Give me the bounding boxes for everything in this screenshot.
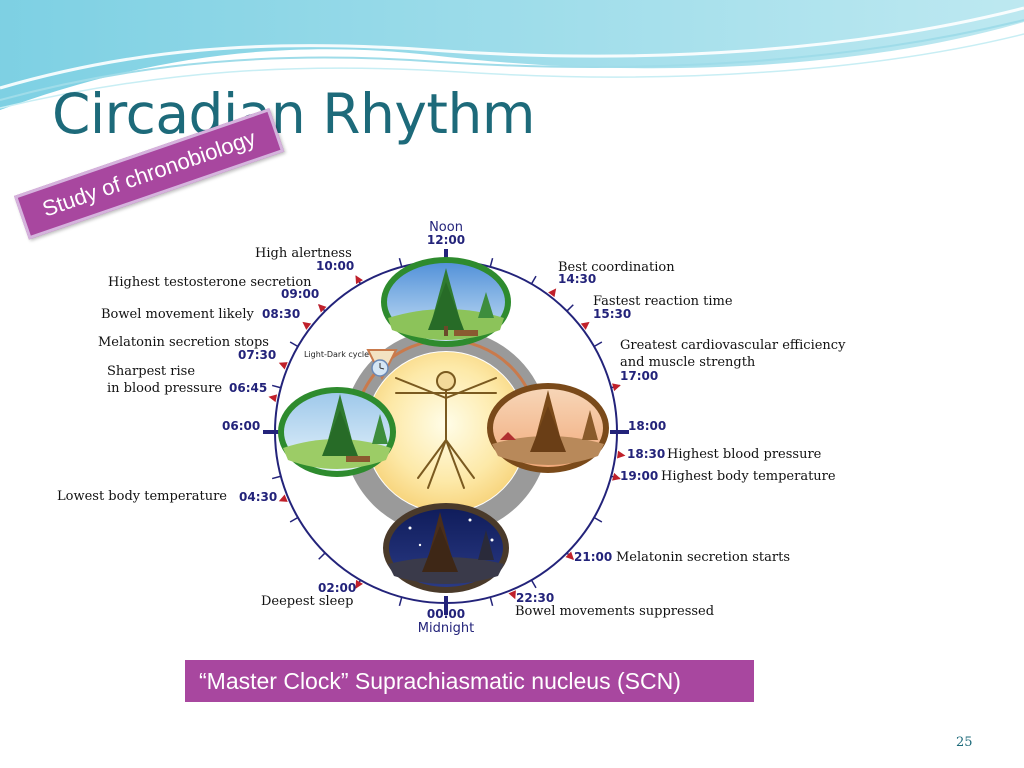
event-marker (302, 321, 312, 330)
noon-label: Noon (429, 220, 463, 235)
light-dark-cycle-label: Light-Dark cycle (304, 350, 369, 359)
event-time-2230: 22:30 (516, 591, 554, 605)
event-marker (355, 579, 363, 589)
event-time-1530: 15:30 (593, 307, 631, 321)
hour-tick (271, 384, 282, 389)
event-time-1430: 14:30 (558, 272, 596, 286)
event-label-1900: Highest body temperature (661, 469, 836, 484)
event-time-0730: 07:30 (238, 348, 276, 362)
hour-tick (593, 341, 603, 348)
hour-tick (398, 596, 403, 607)
event-label-0900: Highest testosterone secretion (108, 275, 312, 290)
hour-tick (398, 257, 403, 268)
event-time-0830: 08:30 (262, 307, 300, 321)
human-figure-icon (395, 371, 497, 489)
midnight-label: Midnight (418, 621, 475, 636)
night-scene-icon (383, 503, 509, 593)
event-label-1000: High alertness (255, 246, 352, 261)
event-time-1000: 10:00 (316, 259, 354, 273)
hour-tick (489, 596, 494, 607)
event-label-0645-line2: in blood pressure (107, 381, 222, 396)
event-label-0430: Lowest body temperature (57, 489, 227, 504)
hour-tick (489, 257, 494, 268)
hour-tick (271, 475, 282, 480)
six-pm-time: 18:00 (628, 419, 666, 433)
event-time-0200: 02:00 (318, 581, 356, 595)
event-marker (508, 590, 516, 600)
event-label-0730: Melatonin secretion stops (98, 335, 269, 350)
event-label-0200: Deepest sleep (261, 594, 353, 609)
event-markers (268, 275, 626, 600)
event-label-1530: Fastest reaction time (593, 294, 733, 309)
hour-tick (530, 579, 537, 589)
hour-tick (318, 552, 326, 560)
noon-time: 12:00 (427, 233, 465, 247)
event-marker (580, 321, 590, 330)
event-label-0830: Bowel movement likely (101, 307, 254, 322)
event-marker (318, 304, 327, 313)
event-marker (616, 450, 626, 459)
event-label-1700-line2: and muscle strength (620, 355, 756, 370)
event-label-1700-line1: Greatest cardiovascular efficiency (620, 338, 846, 353)
event-marker (548, 288, 557, 298)
event-time-1830: 18:30 (627, 447, 665, 461)
event-time-1700: 17:00 (620, 369, 658, 383)
morning-scene-icon (278, 387, 396, 477)
event-marker (278, 362, 288, 370)
hour-tick (593, 516, 603, 523)
event-label-2230: Bowel movements suppressed (515, 604, 714, 619)
hour-tick (289, 341, 299, 348)
event-time-2100: 21:00 (574, 550, 612, 564)
event-time-0430: 04:30 (239, 490, 277, 504)
hour-tick (566, 304, 574, 312)
slide-title: Circadian Rhythm (52, 82, 535, 146)
noon-scene-icon (381, 257, 511, 347)
event-marker (612, 383, 621, 392)
hour-tick (289, 516, 299, 523)
event-marker (355, 275, 363, 285)
event-time-0900: 09:00 (281, 287, 319, 301)
event-label-1430: Best coordination (558, 260, 675, 275)
event-label-2100: Melatonin secretion starts (616, 550, 790, 565)
midnight-time: 00:00 (427, 607, 465, 621)
event-time-0645: 06:45 (229, 381, 267, 395)
master-clock-caption: “Master Clock” Suprachiasmatic nucleus (… (185, 660, 754, 702)
event-marker (612, 472, 621, 481)
page-number: 25 (956, 735, 973, 750)
hour-tick (530, 275, 537, 285)
six-am-time: 06:00 (222, 419, 260, 433)
event-time-1900: 19:00 (620, 469, 658, 483)
event-marker (278, 494, 288, 502)
event-marker (268, 394, 278, 403)
evening-scene-icon (487, 383, 609, 473)
event-label-1830: Highest blood pressure (667, 447, 822, 462)
event-marker (565, 551, 574, 560)
event-label-0645-line1: Sharpest rise (107, 364, 195, 379)
